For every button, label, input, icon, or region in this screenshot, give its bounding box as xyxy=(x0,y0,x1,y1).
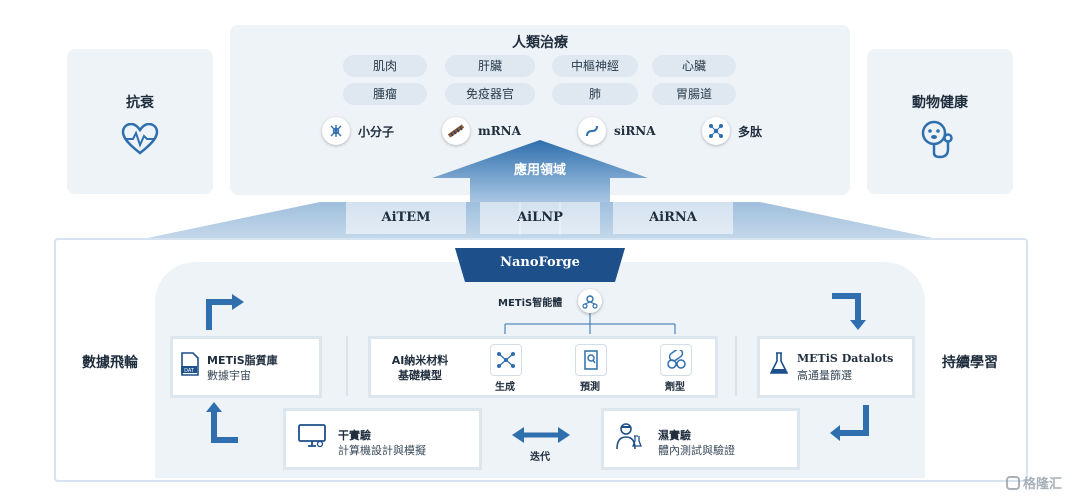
dosage-form-icon xyxy=(660,344,692,376)
molecule-sirna-label: siRNA xyxy=(614,124,656,138)
nanoforge-label: NanoForge xyxy=(500,255,580,270)
agent-icon xyxy=(578,289,602,313)
sirna-icon xyxy=(578,117,606,145)
dry-lab-box xyxy=(283,408,482,470)
wet-lab-box xyxy=(601,408,800,470)
scientist-icon xyxy=(616,422,642,454)
generate-icon xyxy=(490,344,522,376)
watermark: 格隆汇 xyxy=(1006,473,1062,492)
small-molecule-icon xyxy=(322,117,350,145)
dry-lab-sub: 計算機設計與模擬 xyxy=(338,444,426,457)
molecule-mrna-label: mRNA xyxy=(478,124,521,138)
molecule-sirna: siRNA xyxy=(578,117,656,145)
dosage-form-label: 劑型 xyxy=(665,382,685,393)
molecule-peptide: 多肽 xyxy=(702,117,762,145)
organ-heart: 心臟 xyxy=(652,55,736,77)
molecule-peptide-label: 多肽 xyxy=(738,124,763,139)
organ-lung: 肺 xyxy=(552,83,638,105)
metis-agent-label: METiS智能體 xyxy=(498,298,563,309)
molecule-mrna: mRNA xyxy=(442,117,521,145)
platform-ailnp: AiLNP xyxy=(480,202,600,234)
molecule-small-label: 小分子 xyxy=(358,124,395,139)
svg-text:DAT: DAT xyxy=(184,368,195,374)
animal-health-panel xyxy=(867,49,1013,194)
application-arrow-label: 應用領域 xyxy=(513,163,566,178)
database-icon: DAT xyxy=(180,352,200,380)
flask-icon xyxy=(769,352,789,380)
pet-stethoscope-icon xyxy=(918,119,962,163)
organ-liver: 肝臟 xyxy=(445,55,535,77)
continuous-learning-title: 持續學習 xyxy=(942,355,998,371)
data-flywheel-title: 數據飛輪 xyxy=(82,355,138,371)
organ-muscle: 肌肉 xyxy=(343,55,427,77)
ai-model-line2: 基礎模型 xyxy=(398,369,442,382)
heart-pulse-icon xyxy=(121,122,159,159)
datalots-sub: 高通量篩選 xyxy=(797,369,852,382)
watermark-logo-icon xyxy=(1006,475,1020,490)
human-therapy-title: 人類治療 xyxy=(512,35,568,51)
application-arrow xyxy=(432,140,648,202)
ai-model-box xyxy=(368,336,718,398)
peptide-icon xyxy=(702,117,730,145)
nanoforge-banner-shape xyxy=(455,248,625,282)
datalots-title: METiS Datalots xyxy=(797,352,894,365)
molecule-small: 小分子 xyxy=(322,117,394,145)
computer-icon xyxy=(298,424,326,452)
generate-label: 生成 xyxy=(495,382,515,393)
organ-cns: 中樞神經 xyxy=(552,55,638,77)
wet-lab-title: 濕實驗 xyxy=(658,429,691,442)
wet-lab-sub: 體內測試與驗證 xyxy=(658,444,735,457)
dry-lab-title: 干實驗 xyxy=(338,429,371,442)
watermark-text: 格隆汇 xyxy=(1023,477,1063,492)
predict-icon xyxy=(575,344,607,376)
predict-label: 預測 xyxy=(580,382,600,393)
organ-gi: 胃腸道 xyxy=(652,83,736,105)
iterate-label: 迭代 xyxy=(530,452,550,463)
platform-aitem: AiTEM xyxy=(346,202,466,234)
ai-model-line1: AI納米材料 xyxy=(391,354,449,367)
lipid-library-sub: 數據宇宙 xyxy=(207,369,251,382)
organ-immune: 免疫器官 xyxy=(445,83,535,105)
platform-airna: AiRNA xyxy=(613,202,733,234)
organ-tumor: 腫瘤 xyxy=(343,83,427,105)
animal-health-title: 動物健康 xyxy=(912,95,968,111)
anti-aging-panel xyxy=(67,49,213,194)
mrna-icon xyxy=(442,117,470,145)
anti-aging-title: 抗衰 xyxy=(126,95,154,111)
lipid-library-title: METiS脂質庫 xyxy=(207,354,278,367)
